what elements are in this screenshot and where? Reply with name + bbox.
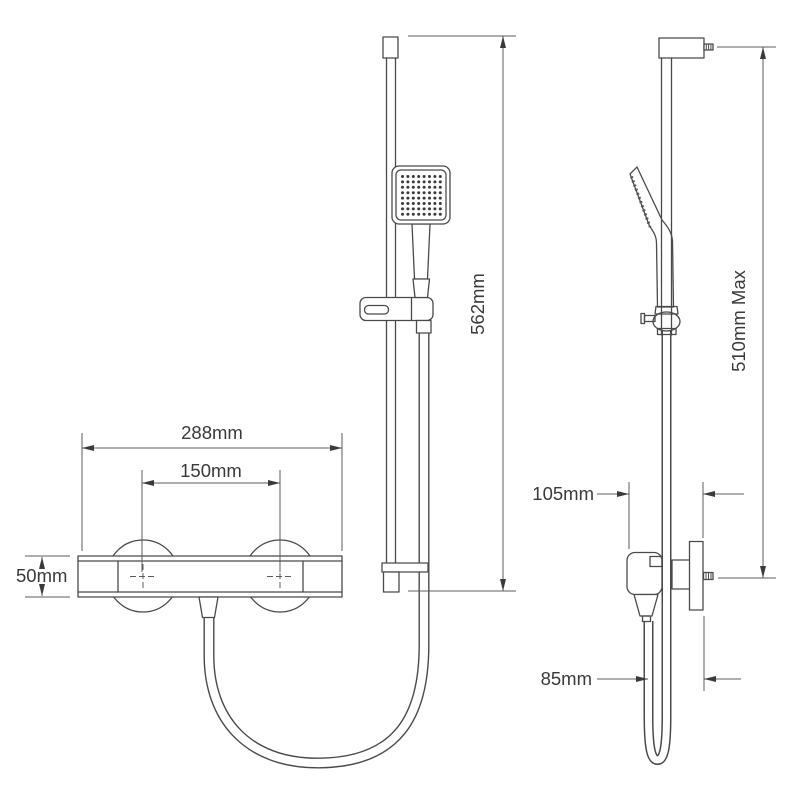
rail-bottom-cap	[382, 571, 400, 593]
valve-height-label: 50mm	[16, 565, 67, 586]
handset-face-border	[395, 169, 447, 221]
shower-hose	[203, 332, 430, 769]
valve-depth-dimension: 105mm	[532, 482, 744, 549]
overall-width-label: 288mm	[181, 422, 243, 443]
wall-connector-block	[671, 559, 691, 590]
spray-face-hatching	[630, 175, 652, 228]
left-knob-centerline	[130, 564, 156, 589]
handset-flange-side	[654, 305, 679, 315]
hose-centres-dimension: 150mm	[141, 460, 281, 572]
spray-nozzle-dots	[401, 175, 442, 216]
shower-hose-side	[643, 330, 672, 766]
mixer-valve-side	[626, 540, 714, 623]
hose-nut	[415, 319, 432, 334]
slider-bracket	[359, 296, 434, 334]
max-height-label: 510mm Max	[728, 269, 749, 372]
outlet-nipple-side	[641, 615, 652, 623]
handset-handle	[411, 223, 431, 280]
handset	[391, 165, 451, 299]
rail-length-label: 562mm	[467, 273, 488, 335]
slider-lock-lever-cap	[640, 312, 646, 325]
top-bracket-body	[658, 37, 705, 59]
valve-depth-label: 105mm	[532, 483, 594, 504]
valve-outlet-side	[633, 593, 659, 617]
rail-top-cap	[382, 36, 399, 59]
bottom-wall-plate	[688, 540, 704, 611]
side-view	[626, 37, 714, 766]
valve-body	[77, 555, 343, 598]
handset-side-profile	[629, 166, 675, 308]
valve-top-detail	[649, 555, 663, 568]
bracket-release-slot	[363, 304, 390, 315]
mixer-valve	[77, 539, 343, 619]
top-wall-bracket	[658, 37, 714, 59]
handset-side	[629, 166, 681, 336]
rail-length-dimension: 562mm	[408, 35, 516, 592]
overall-width-dimension: 288mm	[81, 422, 343, 551]
slide-rail-side	[660, 57, 673, 336]
valve-body-side	[626, 551, 663, 596]
hose-depth-dimension: 85mm	[541, 616, 741, 691]
dimensions: 288mm 150mm 50mm 562mm	[16, 35, 776, 691]
front-view	[77, 36, 451, 769]
valve-height-dimension: 50mm	[16, 555, 70, 598]
hose-depth-label: 85mm	[541, 668, 592, 689]
bracket-body	[359, 296, 434, 322]
valve-outlet	[198, 596, 219, 619]
hose-centres-label: 150mm	[180, 460, 242, 481]
slider-collar-side	[656, 327, 677, 336]
handset-cone-nut	[412, 278, 431, 299]
max-height-dimension: 510mm Max	[717, 46, 776, 579]
rail-bottom-collar	[381, 562, 429, 573]
